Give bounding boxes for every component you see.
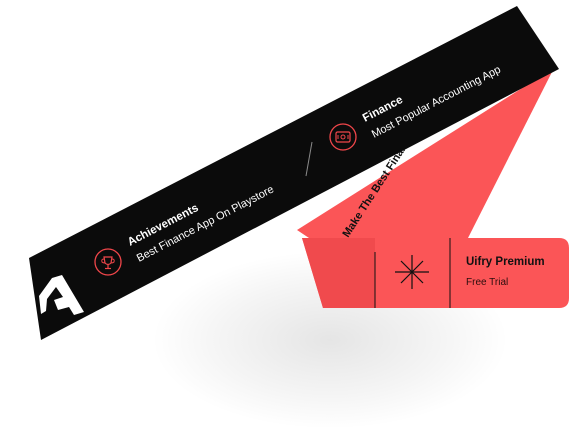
sparkle-star-icon — [395, 255, 429, 289]
money-icon — [329, 123, 357, 151]
premium-subtitle: Free Trial — [466, 277, 509, 288]
red-ribbon — [297, 68, 554, 238]
ribbon-logo-mark — [39, 275, 84, 315]
trophy-icon — [94, 248, 122, 276]
ribbon-divider — [305, 141, 313, 177]
black-ribbon — [29, 6, 559, 340]
card-fold-shade — [302, 238, 375, 308]
premium-title: Uifry Premium — [466, 256, 545, 268]
